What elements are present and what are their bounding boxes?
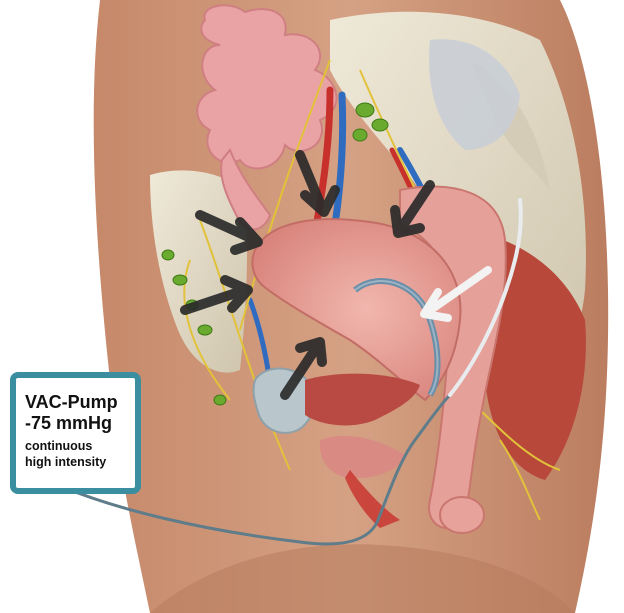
intensity-label: high intensity	[25, 454, 127, 470]
pressure-label: -75 mmHg	[25, 413, 127, 434]
vac-pump-label: VAC-Pump	[25, 392, 127, 413]
mode-label: continuous	[25, 438, 127, 454]
vac-pump-callout: VAC-Pump -75 mmHg continuous high intens…	[10, 372, 141, 494]
bladder	[254, 368, 314, 432]
